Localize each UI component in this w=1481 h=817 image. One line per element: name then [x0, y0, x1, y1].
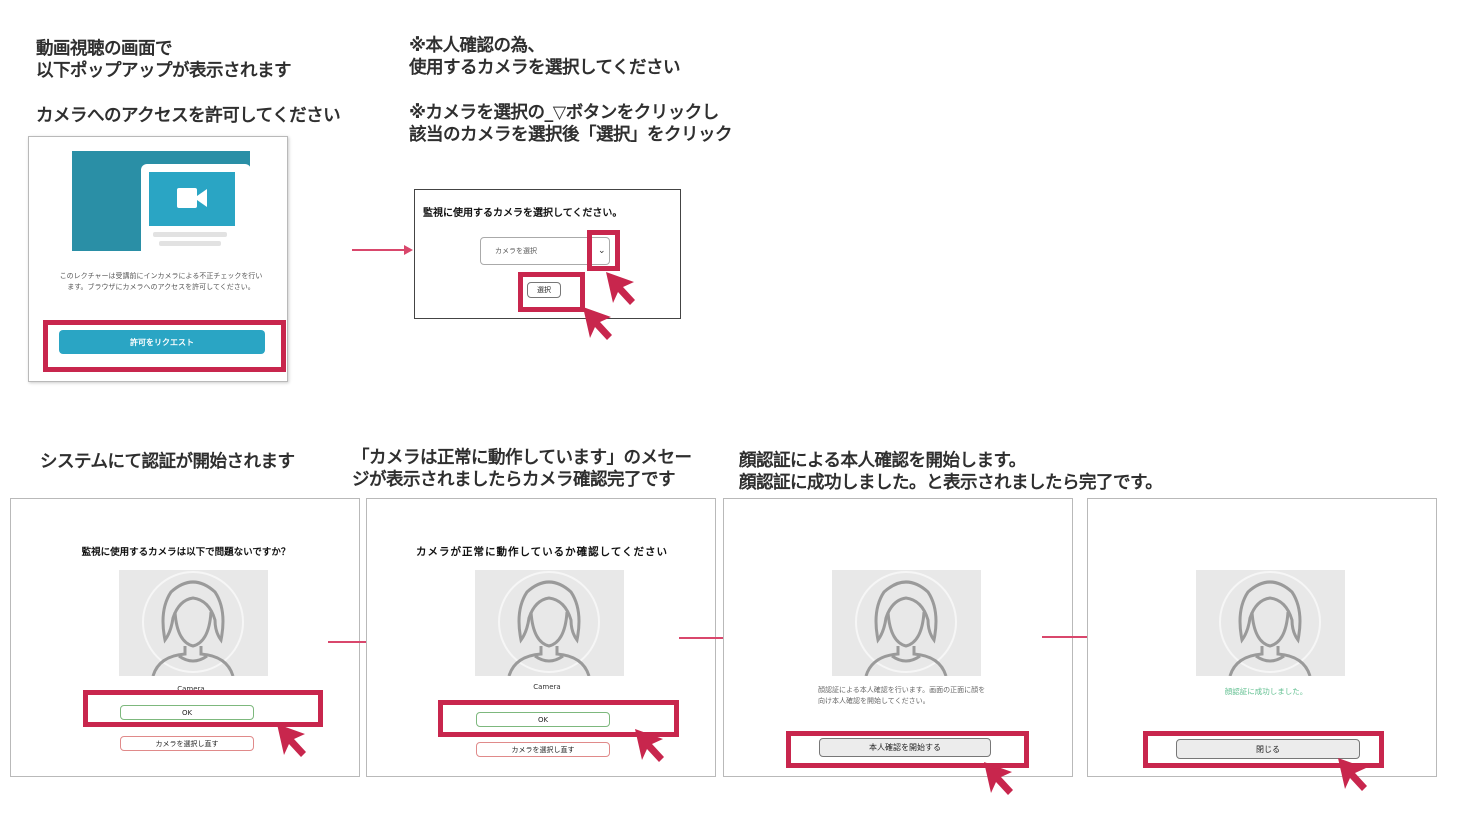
person-icon [854, 570, 958, 678]
permission-message: このレクチャーは受講前にインカメラによる不正チェックを行います。ブラウザにカメラ… [59, 272, 263, 291]
video-camera-icon [149, 172, 235, 226]
camera-preview [832, 570, 981, 678]
ok-button[interactable]: OK [476, 712, 610, 727]
camera-check-panel: カメラが正常に動作しているか確認してください Camera OK カメラを選択し… [366, 498, 716, 777]
cursor-icon [635, 729, 664, 762]
ok-button[interactable]: OK [120, 705, 254, 720]
camera-label: Camera [177, 685, 205, 693]
close-button[interactable]: 閉じる [1176, 739, 1360, 759]
cursor-icon [606, 272, 635, 305]
select-placeholder: カメラを選択 [495, 247, 537, 255]
face-auth-message: 顔認証による本人確認を行います。画面の正面に顔を向け本人確認を開始してください。 [818, 686, 986, 705]
caption-step2b: ※カメラを選択の_▽ボタンをクリックし 該当のカメラを選択後「選択」をクリック [409, 103, 733, 145]
person-icon [497, 570, 601, 678]
arrow-line [679, 637, 731, 639]
caption-step1b: カメラへのアクセスを許可してください [36, 106, 341, 126]
highlight-box [587, 230, 620, 271]
caption-step2a: ※本人確認の為、 使用するカメラを選択してください [409, 36, 680, 78]
permission-popup: このレクチャーは受講前にインカメラによる不正チェックを行います。ブラウザにカメラ… [28, 136, 288, 382]
arrow-line [1042, 636, 1094, 638]
cursor-icon [277, 724, 306, 757]
arrow-head [404, 245, 413, 255]
caption-step4: 「カメラは正常に動作しています」のメセー ジが表示されましたらカメラ確認完了です [352, 448, 692, 490]
reselect-camera-button[interactable]: カメラを選択し直す [476, 742, 610, 757]
start-verification-button[interactable]: 本人確認を開始する [819, 738, 991, 757]
camera-preview [119, 570, 268, 678]
caption-step5: 顔認証による本人確認を開始します。 顔認証に成功しました。と表示されましたら完了… [739, 451, 1163, 493]
highlight-box [786, 731, 1029, 768]
success-message: 顔認証に成功しました。 [1224, 687, 1308, 696]
cursor-icon [583, 307, 612, 340]
camera-preview [1196, 570, 1345, 678]
camera-select-popup: 監視に使用するカメラを選択してください。 カメラを選択 ⌄ 選択 [414, 189, 681, 319]
person-icon [141, 570, 245, 678]
reselect-camera-button[interactable]: カメラを選択し直す [120, 736, 254, 751]
highlight-box [1143, 731, 1384, 768]
panel-title: 監視に使用するカメラは以下で問題ないですか？ [81, 547, 291, 558]
popup-title: 監視に使用するカメラを選択してください。 [423, 208, 623, 219]
camera-label: Camera [533, 683, 561, 691]
highlight-box [83, 690, 323, 727]
cursor-icon [1338, 758, 1367, 791]
arrow-line [328, 641, 380, 643]
person-icon [1218, 570, 1322, 678]
cursor-icon [984, 762, 1013, 795]
highlight-box [43, 320, 286, 372]
highlight-box [438, 700, 679, 737]
select-button[interactable]: 選択 [527, 282, 561, 298]
caption-step3: システムにて認証が開始されます [40, 452, 295, 472]
camera-preview [475, 570, 624, 678]
caption-step1a: 動画視聴の画面で 以下ポップアップが表示されます [36, 39, 292, 81]
camera-select-dropdown[interactable]: カメラを選択 [480, 237, 610, 265]
face-auth-success-panel: 顔認証に成功しました。 閉じる [1087, 498, 1437, 777]
highlight-box [518, 272, 585, 312]
chevron-down-icon[interactable]: ⌄ [598, 246, 606, 256]
camera-confirm-panel: 監視に使用するカメラは以下で問題ないですか？ Camera OK カメラを選択し… [10, 498, 360, 777]
request-permission-button[interactable]: 許可をリクエスト [59, 330, 265, 354]
panel-title: カメラが正常に動作しているか確認してください [415, 546, 669, 558]
arrow-line [352, 249, 404, 251]
face-auth-start-panel: 顔認証による本人確認を行います。画面の正面に顔を向け本人確認を開始してください。… [723, 498, 1073, 777]
